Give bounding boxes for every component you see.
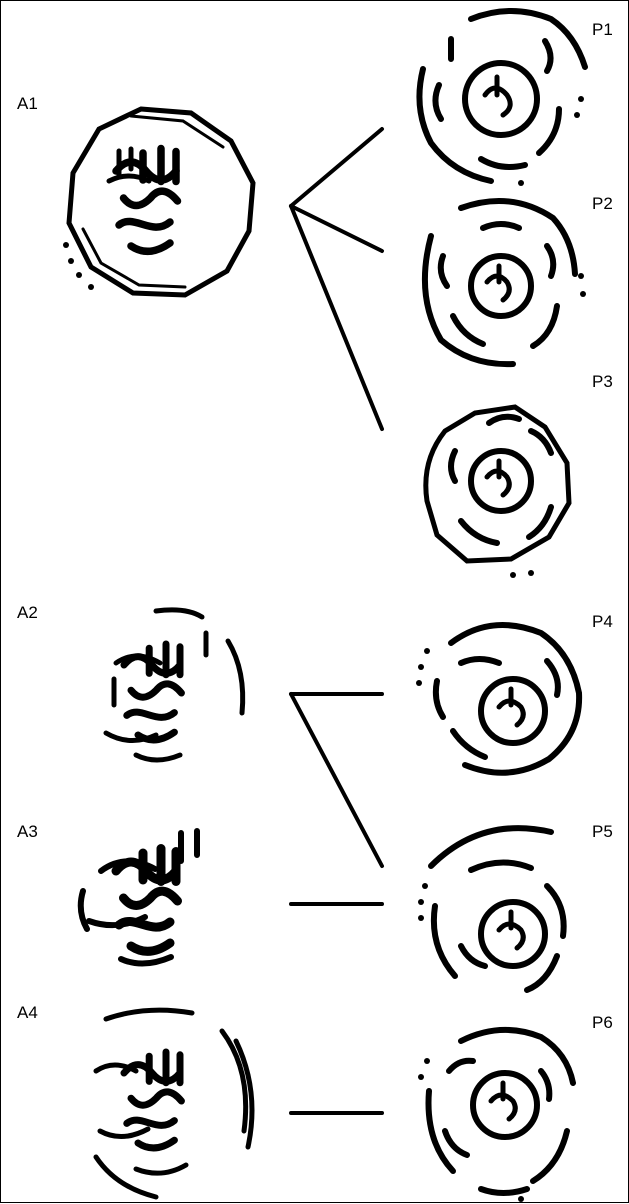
coin-a3 (77, 828, 200, 967)
link-a1-p3 (289, 204, 384, 431)
label-p3: P3 (592, 372, 613, 391)
coin-p2 (421, 197, 586, 368)
label-a3: A3 (17, 822, 38, 841)
label-a1: A1 (17, 94, 38, 113)
link-a2-p5 (289, 692, 384, 868)
link-a1-p2 (289, 204, 384, 253)
label-p2: P2 (592, 194, 613, 213)
coin-p6 (418, 1026, 576, 1202)
label-a4: A4 (17, 1003, 38, 1022)
coin-a1 (63, 106, 256, 298)
coin-a2 (103, 607, 246, 763)
coin-a4 (93, 1007, 255, 1200)
coin-p1 (416, 8, 588, 186)
coin-p4 (416, 622, 583, 776)
coin-p5 (418, 825, 567, 993)
label-p1: P1 (592, 20, 613, 39)
link-a1-p1 (289, 127, 384, 208)
label-p4: P4 (592, 612, 613, 631)
label-p6: P6 (592, 1013, 613, 1032)
label-p5: P5 (592, 822, 613, 841)
label-a2: A2 (17, 603, 38, 622)
coin-p3 (423, 404, 572, 578)
